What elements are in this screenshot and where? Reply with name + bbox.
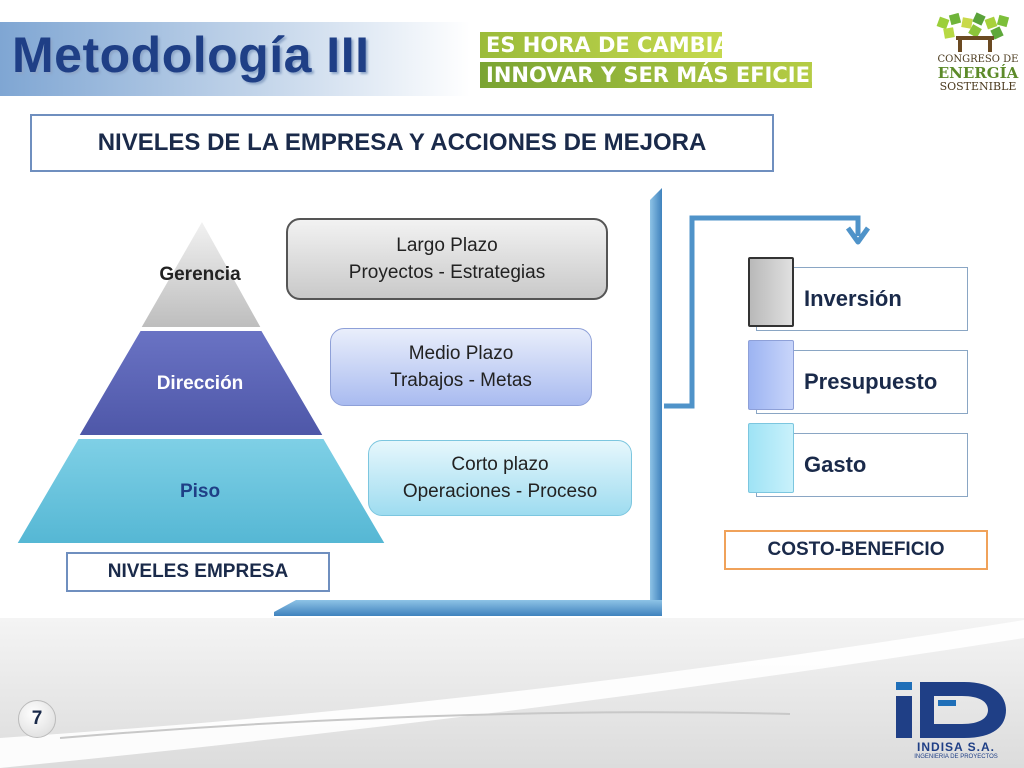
cost-swatch-inversion [748,257,794,327]
bracket-vertical-bar [650,188,662,610]
congress-logo-text: CONGRESO DE ENERGÍA SOSTENIBLE [936,54,1020,92]
action-largo-line-1: Largo Plazo [396,235,498,256]
pyramid-label-gerencia: Gerencia [159,264,241,285]
niveles-empresa-caption: NIVELES EMPRESA [66,552,330,592]
action-largo-line-2: Proyectos - Estrategias [348,262,546,283]
pyramid-level-direccion [76,329,326,437]
connector-arrow-head-icon [845,226,871,245]
congress-logo-icon [936,12,1010,52]
cost-label-presupuesto: Presupuesto [804,369,938,394]
costo-beneficio-text: COSTO-BENEFICIO [767,539,945,560]
cost-label-inversion: Inversión [804,286,902,311]
cost-label-gasto: Gasto [804,452,867,477]
congress-logo-line-3: SOSTENIBLE [939,80,1017,93]
pyramid-diagram [14,220,388,545]
title-band [0,22,470,96]
subtitle-box: NIVELES DE LA EMPRESA Y ACCIONES DE MEJO… [30,114,774,172]
subtitle-text: NIVELES DE LA EMPRESA Y ACCIONES DE MEJO… [97,129,707,156]
action-medio-line-2: Trabajos - Metas [390,370,532,391]
connector-arrow-path [664,215,861,409]
cost-swatch-presupuesto [748,340,794,410]
action-box-medio-plazo: Medio Plazo Trabajos - Metas [330,328,592,406]
pyramid-label-direccion: Dirección [156,373,244,394]
footer-swoosh [0,620,1024,768]
slogan-line-2: INNOVAR Y SER MÁS EFICIENTES [480,62,871,88]
action-box-corto-plazo: Corto plazo Operaciones - Proceso [368,440,632,516]
congress-logo-line-1: CONGRESO DE [937,54,1019,65]
action-box-largo-plazo: Largo Plazo Proyectos - Estrategias [286,218,608,300]
company-name: INDISA S.A. [917,740,995,754]
congress-logo-line-2: ENERGÍA [937,64,1019,82]
slide-title: Metodología III [12,27,370,83]
pyramid-label-piso: Piso [179,481,221,502]
indisa-logo-icon [896,682,1006,738]
pyramid-level-piso [14,437,388,545]
action-corto-line-2: Operaciones - Proceso [402,481,598,502]
slogan-line-1: ES HORA DE CAMBIAR, [480,32,754,58]
page-number-badge: 7 [18,700,56,738]
action-corto-line-1: Corto plazo [451,454,549,475]
cost-swatch-gasto [748,423,794,493]
bracket-bottom-bar [274,600,662,616]
action-medio-line-1: Medio Plazo [408,343,514,364]
pyramid-level-gerencia [138,220,264,329]
page-number: 7 [31,708,43,729]
company-subtitle: INGENIERIA DE PROYECTOS [914,754,998,760]
costo-beneficio-caption: COSTO-BENEFICIO [724,530,988,570]
niveles-empresa-text: NIVELES EMPRESA [107,561,289,582]
